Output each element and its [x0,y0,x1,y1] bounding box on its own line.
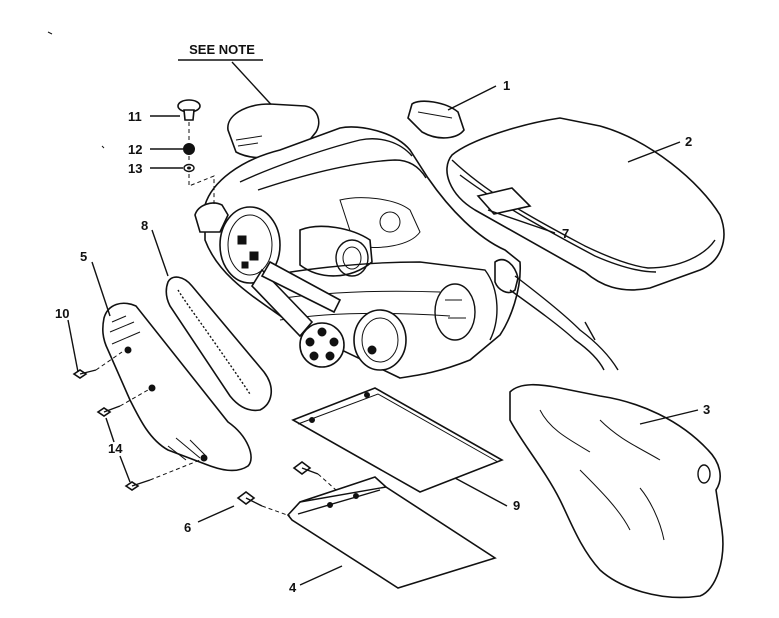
callout-10: 10 [55,306,69,321]
leader-14b [119,455,131,483]
part-8-drive-belt [165,276,272,412]
stray-mark [47,31,53,35]
leader-5 [91,261,111,317]
leader-8 [151,229,169,277]
part-2-sanding-belt [446,117,725,291]
stray-mark [101,145,105,149]
part-1-pad [407,100,465,139]
leader-1 [447,85,497,111]
callout-8: 8 [141,218,148,233]
callout-11: 11 [128,109,142,124]
part-11-knob [177,99,201,121]
callout-6: 6 [184,520,191,535]
part-14-screws [96,389,201,491]
callout-12: 12 [128,142,142,157]
callout-13: 13 [128,161,142,176]
leader-14a [105,417,115,443]
see-note-label: SEE NOTE [189,42,255,57]
callout-4: 4 [289,580,297,595]
leader-7 [487,209,556,234]
part-12-bearing [183,143,195,155]
leader-6 [197,505,235,523]
part-9-platen-plate [291,387,504,493]
leader-3 [639,409,699,425]
callout-7: 7 [562,226,569,241]
callout-9: 9 [513,498,520,513]
leader-10 [67,319,79,373]
leader-4 [299,565,343,586]
part-5-belt-cover [102,302,252,472]
part-3-dust-bag [509,383,724,599]
belt-sander-body [194,103,619,379]
part-10-screw [72,351,123,379]
callout-5: 5 [80,249,87,264]
leader-2 [627,141,681,163]
callout-3: 3 [703,402,710,417]
assembly-path-knob [188,122,215,204]
callout-2: 2 [685,134,692,149]
callout-1: 1 [503,78,510,93]
part-13-washer [183,163,195,173]
part-4-bottom-plate [286,476,497,589]
leader-9 [454,477,508,507]
callout-14: 14 [108,441,123,456]
part-6-screws [236,461,337,517]
